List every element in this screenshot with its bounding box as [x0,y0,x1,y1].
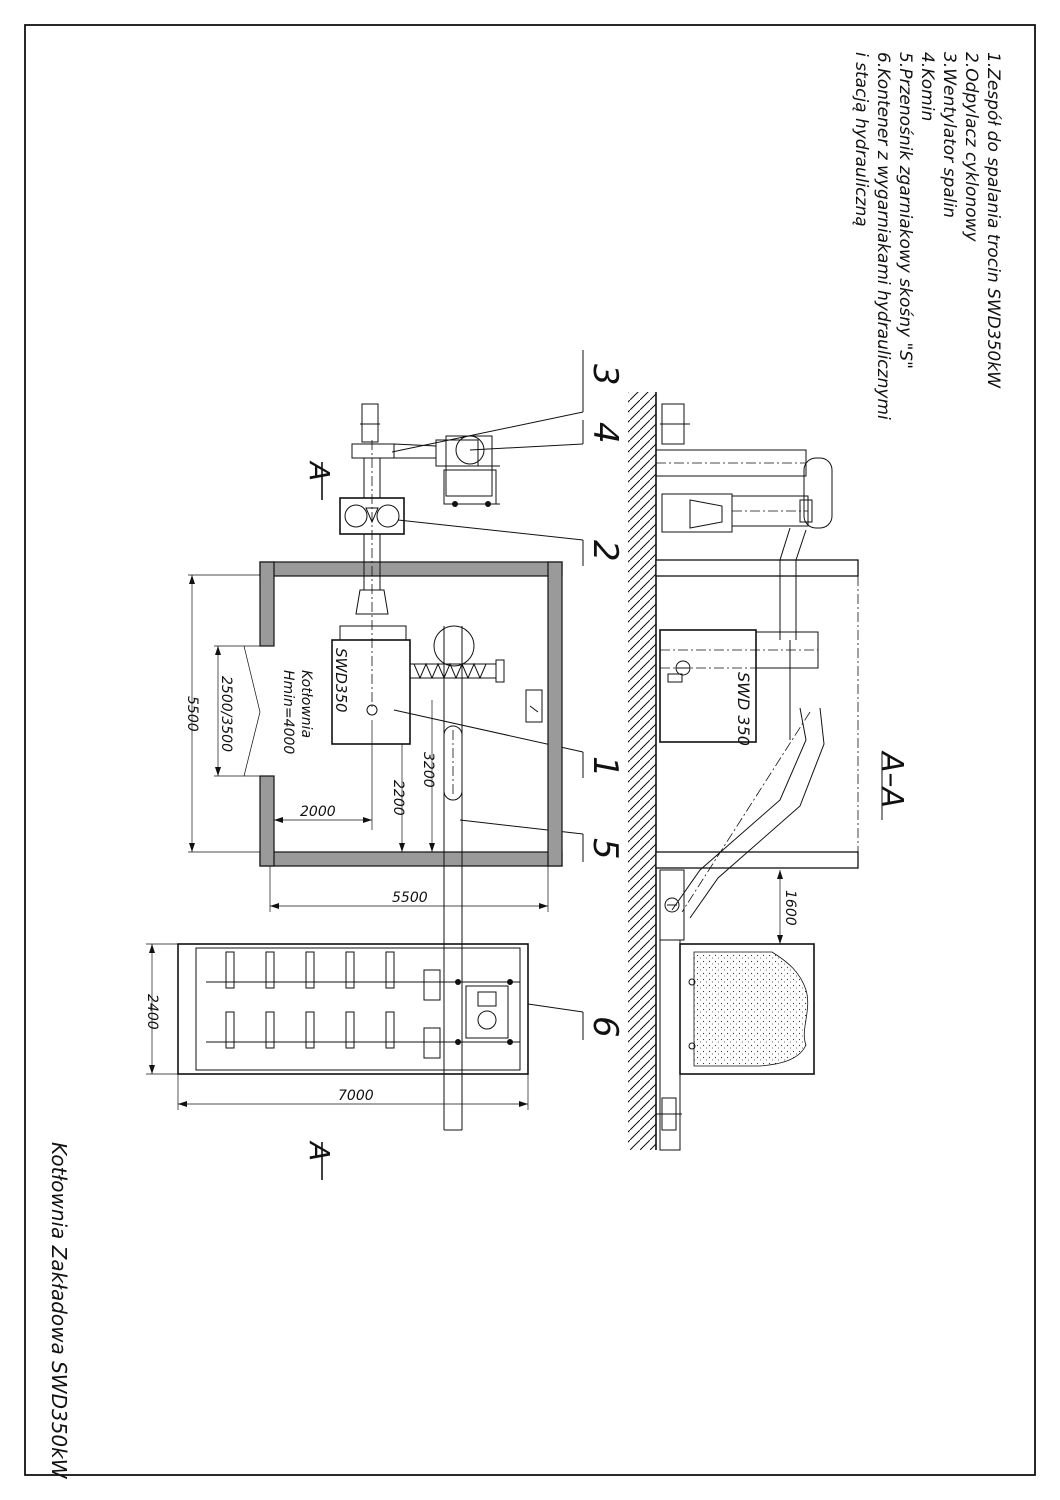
legend-item-1: 1.Zespół do spalania trocin SWD350kW [983,52,1003,389]
dim-1600: 1600 [782,890,798,926]
callout-6: 6 [585,1016,625,1038]
legend-item-6: 6.Kontener z wygarniakami hydraulicznymi [873,52,893,420]
dim-room-depth-label: 5500 [184,696,200,732]
section-boiler-label: SWD 350 [734,672,753,746]
plan-height-label: Hmin=4000 [280,670,296,754]
container-plan [177,943,529,1075]
dim-room-width: 5500 [269,866,549,912]
cut-mark-top-label: A [303,460,336,481]
cut-mark-bottom: A [303,1140,336,1180]
dim-room-width-label: 5500 [392,890,428,906]
legend-item-3: 3.Wentylator spalin [939,52,959,218]
section-label: A–A [874,750,909,808]
drawing-frame [24,24,1036,1476]
screw-feeder-plan [409,659,505,683]
chimney-section [655,403,833,529]
boiler-plan: SWD350 Kotłownia Hmin=4000 [280,625,411,754]
legend-item-6b: i stacją hydrauliczną [851,52,871,227]
dim-container-length-label: 7000 [338,1088,374,1104]
callout-1: 1 [585,756,625,778]
wall-left-section [655,559,859,577]
section-view: SWD 350 1600 A–A [628,392,909,1151]
sawdust-pile [693,951,809,1067]
dim-container-width: 2400 [144,943,178,1075]
dim-boiler-offset-label: 2000 [300,804,336,820]
boiler-room-walls [259,561,563,867]
plan-room-label: Kotłownia [298,670,314,738]
callout-4: 4 [585,422,625,444]
dim-conveyor-offsets: 3200 2200 [390,700,436,852]
ground-hatch [628,392,656,1150]
container-section [656,939,815,1151]
legend-item-5: 5.Przenośnik zgarniakowy skośny "S" [895,52,915,369]
dim-2200-label: 2200 [390,780,406,816]
dim-room-depth: 5500 [184,574,260,853]
dim-door-opening: 2500/3500 [214,645,262,777]
conveyor-plan [433,625,475,1131]
callouts: 3 4 2 1 5 6 [391,350,625,1040]
callout-2: 2 [585,540,625,562]
dim-container-width-label: 2400 [144,994,160,1030]
dim-3200-label: 3200 [420,752,436,788]
duct-plan [355,440,389,710]
dim-boiler-offset: 2000 [274,720,373,830]
dim-door-opening-label: 2500/3500 [218,676,234,752]
wall-right-section [655,851,859,869]
callout-3: 3 [585,364,625,386]
drawing-title: Kotłownia Zakładowa SWD350kW [47,1142,71,1480]
cut-mark-top: A [303,460,336,500]
dim-container-clearance: 1600 [777,870,798,944]
cut-mark-bottom-label: A [303,1140,336,1161]
room-equipment-box [525,689,543,723]
legend-item-2: 2.Odpylacz cyklonowy [961,52,981,243]
dim-container-length: 7000 [177,1074,529,1110]
cyclone-section [661,493,813,640]
fan-plan [351,403,479,467]
conveyor-section [659,707,825,941]
plan-boiler-label: SWD350 [332,648,350,713]
boiler-section: SWD 350 [659,629,819,746]
plan-view: A A [144,403,563,1180]
legend-item-4: 4.Komin [917,52,937,121]
chimney-plan [443,435,500,507]
legend: 1.Zespół do spalania trocin SWD350kW 2.O… [851,52,1003,420]
callout-5: 5 [585,838,625,860]
